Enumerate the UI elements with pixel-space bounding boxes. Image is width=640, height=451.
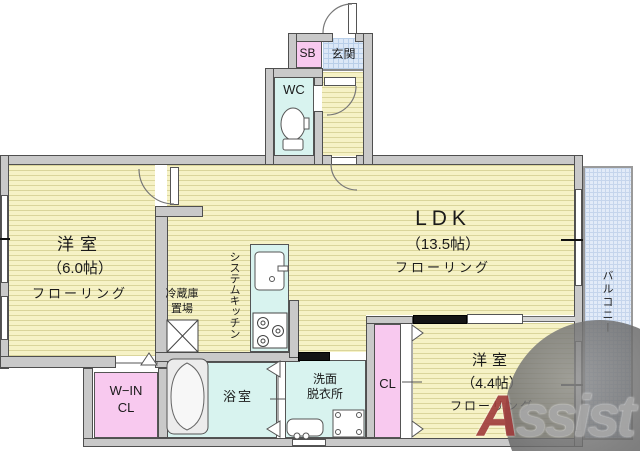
watermark-letter-a: A — [477, 384, 519, 449]
stove-icon — [252, 312, 288, 349]
walk-in-closet-label-1: W−IN — [109, 383, 143, 398]
window — [1, 296, 8, 340]
washing-machine-icon — [332, 409, 365, 438]
bedroom-south-size: （4.4帖） — [461, 375, 523, 391]
wc-label: WC — [283, 82, 305, 97]
sliding-partition — [467, 314, 523, 324]
window — [292, 439, 326, 446]
walk-in-closet-label-2: CL — [117, 400, 135, 415]
closet-folding-door — [402, 324, 424, 438]
entrance-door-leaf — [348, 3, 357, 34]
ldk-name: LDK — [415, 207, 471, 230]
entrance-label: 玄関 — [331, 47, 356, 61]
bathtub-icon — [166, 358, 209, 435]
watermark-rest: ssist — [515, 384, 636, 449]
bedroom-west-name: 洋室 — [57, 235, 103, 254]
shoe-box-label: SB — [299, 46, 316, 60]
ldk-floor-upper — [167, 165, 574, 315]
bedroom-west-door-leaf — [170, 167, 179, 205]
wall — [0, 356, 116, 368]
wall — [265, 68, 274, 165]
window-tick — [0, 238, 10, 240]
kitchen-sink-icon — [254, 251, 289, 291]
entrance-tile — [323, 38, 363, 70]
wall — [314, 77, 323, 86]
wall — [366, 316, 413, 324]
bedroom-west-floor — [9, 165, 155, 356]
wall — [363, 33, 373, 165]
entrance-door-arc — [322, 3, 353, 34]
hall-door-leaf — [331, 157, 357, 165]
window — [575, 189, 582, 286]
wall — [314, 111, 323, 165]
washroom-label-1: 洗面 — [312, 372, 337, 386]
balcony-label: バルコニー — [601, 269, 613, 335]
bedroom-west-size: （6.0帖） — [47, 260, 113, 277]
washbasin-icon — [286, 418, 324, 440]
wall-section — [413, 315, 467, 324]
window-tick — [561, 239, 583, 241]
kitchen-label: システムキッチン — [228, 251, 240, 339]
wall-section — [298, 352, 330, 361]
bathroom-folding-door — [266, 360, 285, 438]
bedroom-south-name: 洋室 — [471, 352, 512, 369]
wc-door-arc — [326, 85, 357, 116]
watermark-text: Assist — [477, 383, 636, 450]
wall — [155, 206, 203, 217]
bedroom-west-door-arc — [138, 168, 175, 205]
washroom-label-2: 脱衣所 — [306, 387, 343, 401]
wc-door-leaf — [324, 77, 356, 86]
wall — [523, 316, 575, 322]
fridge-label-2: 置場 — [171, 303, 193, 315]
wall — [289, 300, 299, 358]
fridge-label-1: 冷蔵庫 — [165, 288, 199, 300]
refrigerator-space-icon — [166, 319, 199, 353]
ldk-floor-type: フローリング — [394, 260, 491, 275]
closet-area — [374, 324, 401, 438]
toilet-icon — [280, 107, 310, 151]
ldk-size: （13.5帖） — [405, 236, 481, 253]
closet-label: CL — [379, 376, 396, 391]
walk-in-closet-folding-door — [116, 352, 158, 366]
hall-door-arc — [330, 163, 358, 191]
bedroom-west-floor-type: フローリング — [31, 286, 128, 301]
bathroom-label: 浴室 — [222, 389, 253, 404]
walk-in-closet-area — [94, 372, 158, 438]
